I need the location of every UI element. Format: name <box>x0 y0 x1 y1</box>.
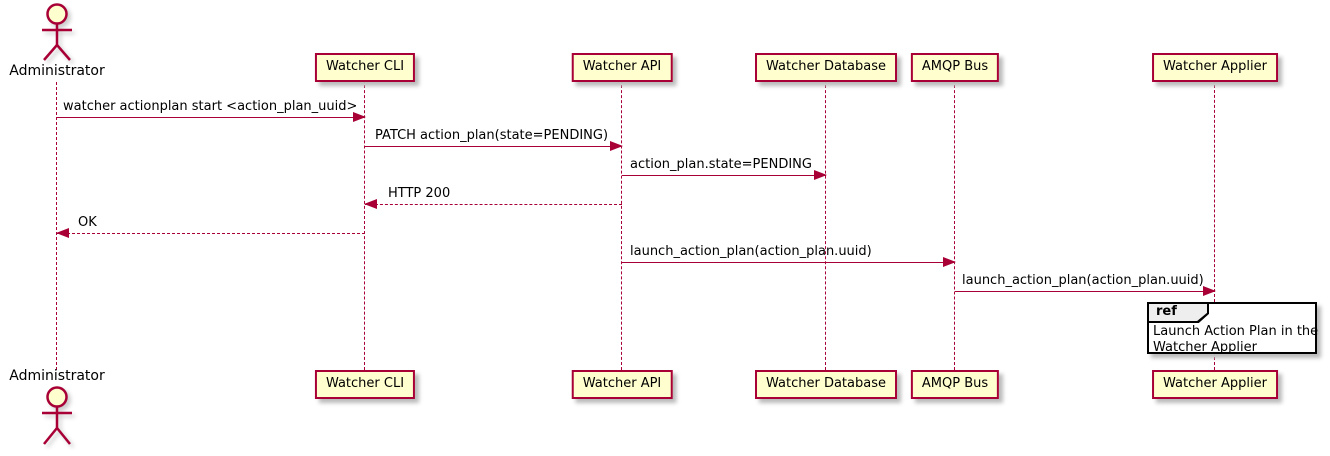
participant-watcher-cli-bottom: Watcher CLI <box>314 370 416 399</box>
ref-keyword: ref <box>1149 304 1207 321</box>
message-label: launch_action_plan(action_plan.uuid) <box>962 273 1204 288</box>
participant-watcher-database-top: Watcher Database <box>755 53 897 82</box>
lifeline-amqp-bus <box>954 80 955 370</box>
ref-text: Launch Action Plan in the Watcher Applie… <box>1149 323 1319 357</box>
participant-watcher-applier-top: Watcher Applier <box>1152 53 1278 82</box>
message-label: HTTP 200 <box>388 186 451 201</box>
message-line <box>57 233 365 234</box>
message-line <box>955 291 1215 292</box>
actor-administrator-top: Administrator <box>0 3 127 79</box>
arrowhead-icon <box>610 141 623 151</box>
message-line <box>365 146 622 147</box>
message-label: PATCH action_plan(state=PENDING) <box>375 128 609 143</box>
lifeline-administrator <box>56 82 57 370</box>
actor-label: Administrator <box>9 368 105 384</box>
message-line <box>622 262 955 263</box>
actor-stick-figure-icon <box>42 3 72 61</box>
lifeline-watcher-api <box>621 80 622 370</box>
participant-amqp-bus-bottom: AMQP Bus <box>910 370 1000 399</box>
message-line <box>57 117 365 118</box>
lifeline-watcher-database <box>825 80 826 370</box>
participant-watcher-cli-top: Watcher CLI <box>314 53 416 82</box>
participant-amqp-bus-top: AMQP Bus <box>910 53 1000 82</box>
message-label: OK <box>78 215 97 230</box>
ref-text-line2: Watcher Applier <box>1153 340 1257 355</box>
lifeline-watcher-applier-lower <box>1214 352 1215 370</box>
participant-watcher-api-top: Watcher API <box>571 53 673 82</box>
actor-label: Administrator <box>9 63 105 79</box>
message-label: watcher actionplan start <action_plan_uu… <box>63 99 358 114</box>
arrowhead-icon <box>353 112 366 122</box>
arrowhead-icon <box>56 228 69 238</box>
lifeline-watcher-cli <box>364 80 365 370</box>
arrowhead-icon <box>943 257 956 267</box>
arrowhead-icon <box>814 170 827 180</box>
message-line <box>622 175 826 176</box>
arrowhead-icon <box>1203 286 1216 296</box>
message-line <box>365 204 622 205</box>
actor-stick-figure-icon <box>42 386 72 445</box>
participant-watcher-applier-bottom: Watcher Applier <box>1152 370 1278 399</box>
lifeline-watcher-applier <box>1214 80 1215 302</box>
ref-fragment: ref Launch Action Plan in the Watcher Ap… <box>1147 302 1319 357</box>
arrowhead-icon <box>364 199 377 209</box>
message-label: launch_action_plan(action_plan.uuid) <box>630 244 872 259</box>
ref-text-line1: Launch Action Plan in the <box>1153 324 1319 339</box>
participant-watcher-database-bottom: Watcher Database <box>755 370 897 399</box>
message-label: action_plan.state=PENDING <box>630 157 812 172</box>
actor-administrator-bottom: Administrator <box>0 368 127 448</box>
participant-watcher-api-bottom: Watcher API <box>571 370 673 399</box>
